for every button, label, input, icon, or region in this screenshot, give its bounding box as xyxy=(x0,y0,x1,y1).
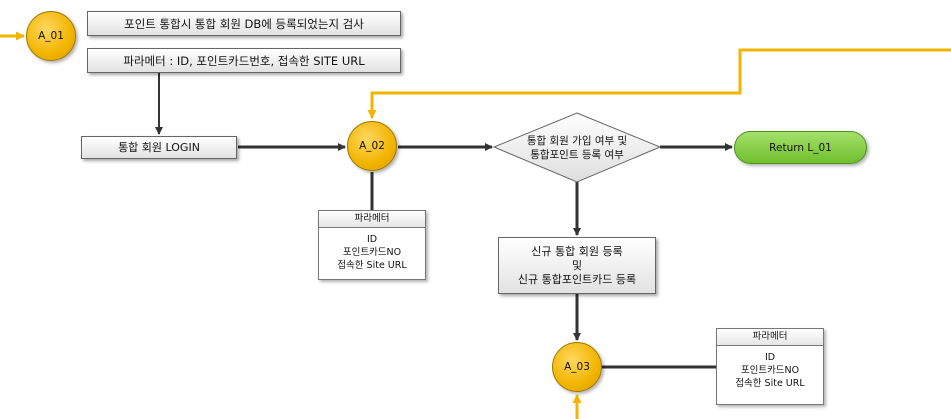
loop-connector-into-a02 xyxy=(367,48,951,119)
node-a03[interactable]: A_03 xyxy=(552,342,602,392)
parameter-box-2-line: 접속한 Site URL xyxy=(735,378,805,389)
login-box[interactable]: 통합 회원 LOGIN xyxy=(81,136,237,159)
decision-diamond[interactable] xyxy=(492,112,662,184)
register-label-line: 및 xyxy=(571,258,583,272)
parameter-box-2-line: 포인트카드NO xyxy=(740,365,800,376)
parameter-box-2-title: 파라메터 xyxy=(717,329,823,346)
parameter-box-1-line: 접속한 Site URL xyxy=(337,260,407,271)
check-title-box[interactable]: 포인트 통합시 통합 회원 DB에 등록되었는지 검사 xyxy=(87,11,401,36)
node-a01-label: A_01 xyxy=(38,30,64,42)
check-title-label: 포인트 통합시 통합 회원 DB에 등록되었는지 검사 xyxy=(124,16,364,31)
parameter-box-1-line: 포인트카드NO xyxy=(342,247,402,258)
node-a01[interactable]: A_01 xyxy=(26,11,76,61)
return-label: Return L_01 xyxy=(769,141,832,154)
decision-label-line: 통합포인트 등록 여부 xyxy=(530,149,624,161)
decision-label-line: 통합 회원 가입 여부 및 xyxy=(526,135,628,147)
parameter-box-1[interactable]: 파라메터 ID 포인트카드NO 접속한 Site URL xyxy=(318,210,426,280)
params-header-box[interactable]: 파라메터 : ID, 포인트카드번호, 접속한 SITE URL xyxy=(87,48,401,73)
register-label-line: 신규 통합포인트카드 등록 xyxy=(517,272,637,286)
params-header-label: 파라메터 : ID, 포인트카드번호, 접속한 SITE URL xyxy=(123,53,365,68)
node-a02[interactable]: A_02 xyxy=(347,121,397,171)
parameter-box-2[interactable]: 파라메터 ID 포인트카드NO 접속한 Site URL xyxy=(716,328,824,405)
parameter-box-1-title: 파라메터 xyxy=(319,211,425,228)
parameter-box-1-line: ID xyxy=(366,234,378,245)
node-a03-label: A_03 xyxy=(564,361,590,373)
node-a02-label: A_02 xyxy=(359,140,385,152)
register-label-line: 신규 통합 회원 등록 xyxy=(531,244,623,258)
parameter-box-2-line: ID xyxy=(764,352,776,363)
return-terminal[interactable]: Return L_01 xyxy=(734,131,867,164)
register-box[interactable]: 신규 통합 회원 등록 및 신규 통합포인트카드 등록 xyxy=(498,237,656,294)
login-label: 통합 회원 LOGIN xyxy=(118,140,200,154)
decision-label: 통합 회원 가입 여부 및 통합포인트 등록 여부 xyxy=(512,134,642,162)
